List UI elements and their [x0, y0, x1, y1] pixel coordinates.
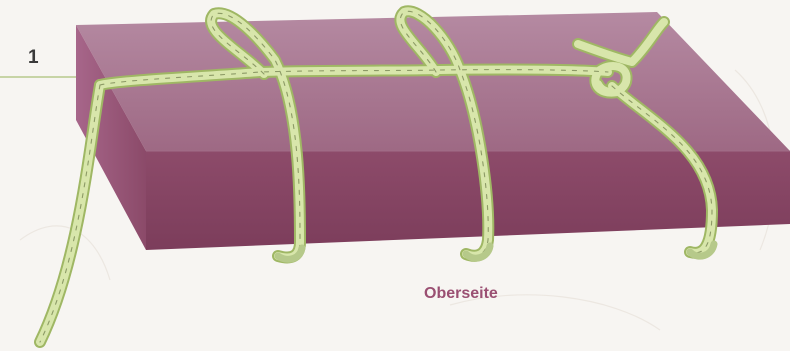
wooden-board: [76, 12, 790, 250]
side-label: Oberseite: [424, 285, 498, 303]
rope-underside-loops: [278, 244, 714, 259]
step-number: 1: [28, 47, 39, 69]
